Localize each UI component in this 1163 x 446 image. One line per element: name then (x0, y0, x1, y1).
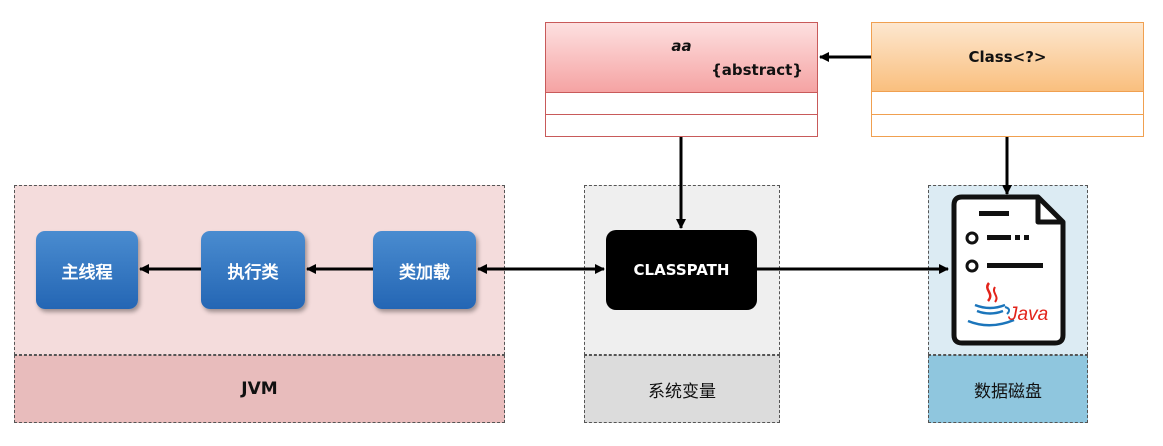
system-variable-label: 系统变量 (584, 355, 780, 423)
class-generic: Class<?> (871, 22, 1144, 137)
classpath-box: CLASSPATH (606, 230, 757, 310)
class-generic-name: Class<?> (872, 23, 1143, 92)
abstract-class-header: aa {abstract} (546, 23, 817, 93)
java-document-icon: Java (951, 194, 1066, 346)
abstract-stereotype: {abstract} (711, 61, 803, 79)
class-loader-box: 类加载 (373, 231, 476, 309)
abstract-class-name: aa (671, 37, 692, 55)
jvm-label: JVM (14, 355, 505, 423)
exec-class-box: 执行类 (201, 231, 305, 309)
abstract-class-aa: aa {abstract} (545, 22, 818, 137)
data-disk-label: 数据磁盘 (928, 355, 1088, 423)
java-logo-text: Java (1007, 304, 1048, 325)
main-thread-box: 主线程 (36, 231, 138, 309)
class-generic-attributes (872, 92, 1143, 115)
abstract-class-attributes (546, 93, 817, 115)
